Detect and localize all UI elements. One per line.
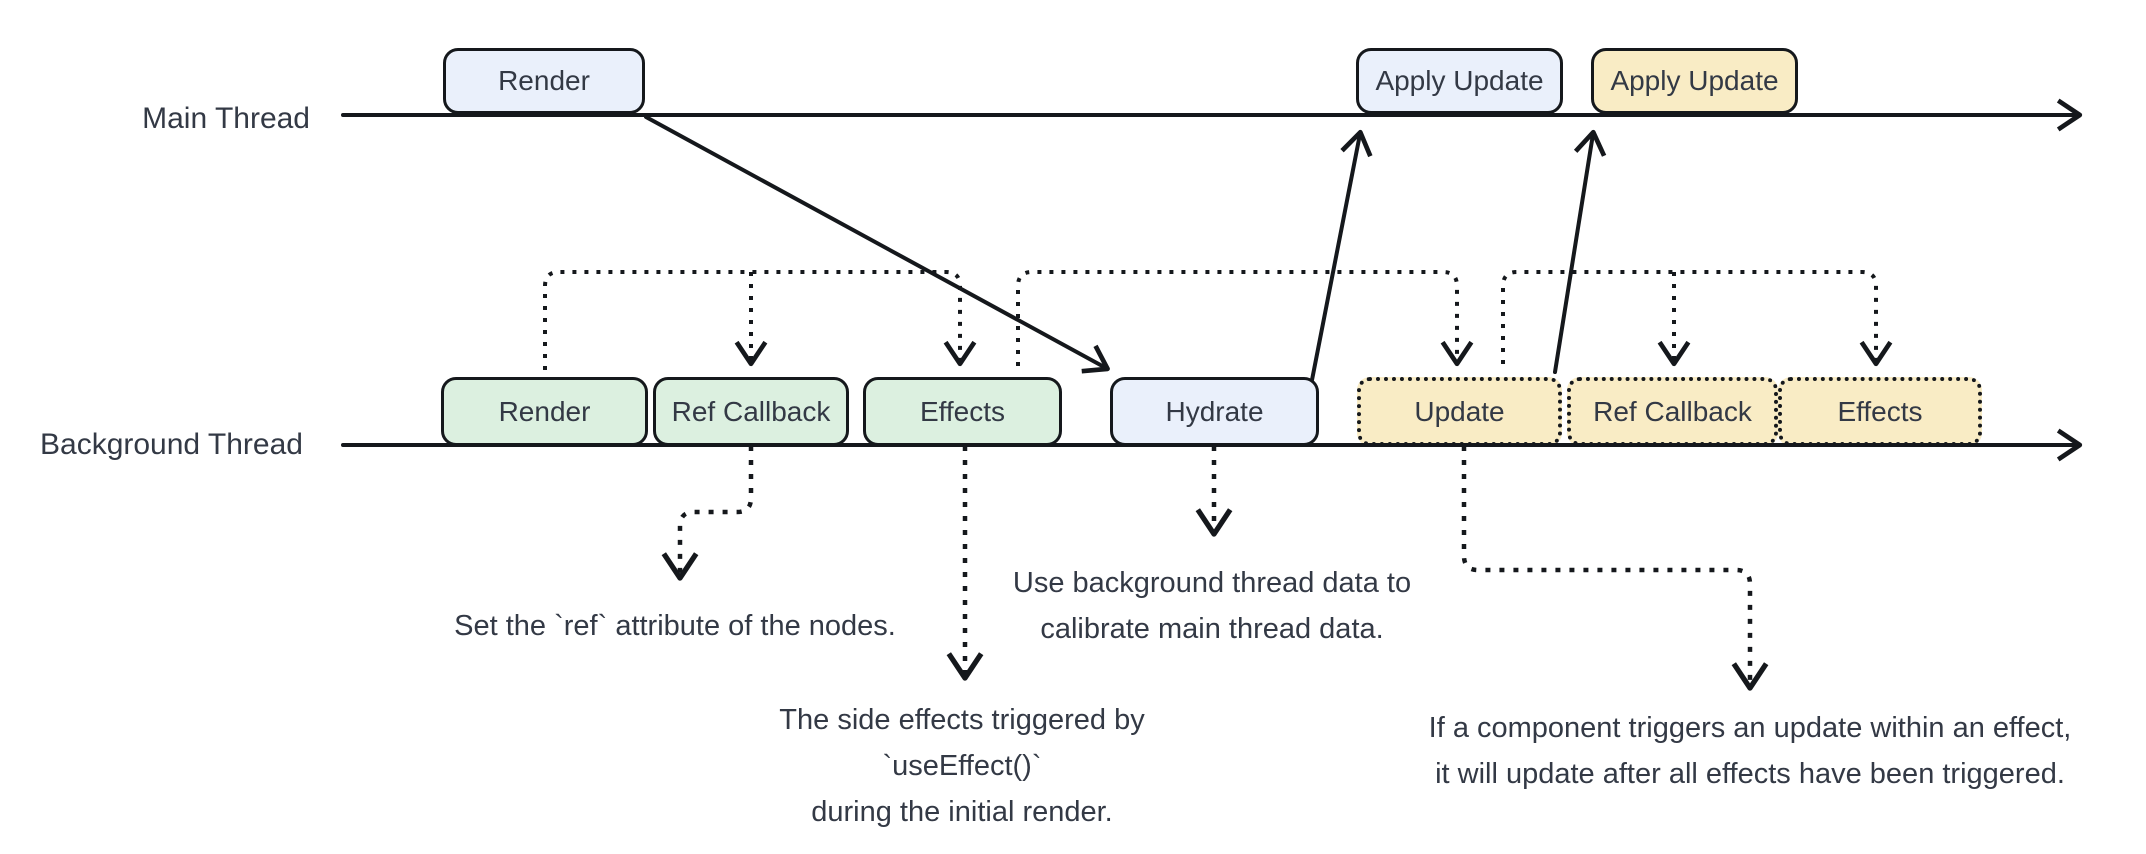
bracket-effects-to-update [1016,270,1474,367]
note-hydrate: Use background thread data to calibrate … [1013,560,1411,652]
note-line: it will update after all effects have be… [1435,758,2065,790]
box-bg-effects: Effects [863,377,1062,446]
background-thread-label: Background Thread [40,428,303,461]
note-effects: The side effects triggered by `useEffect… [779,697,1144,835]
box-apply-update-2: Apply Update [1591,48,1798,114]
box-main-render: Render [443,48,645,114]
note-line: Set the `ref` attribute of the nodes. [454,610,896,642]
box-bg-ref-callback-2: Ref Callback [1567,377,1778,446]
box-bg-effects-2: Effects [1778,377,1982,446]
note-line: The side effects triggered by [779,704,1145,736]
note-update: If a component triggers an update within… [1429,705,2072,797]
leader-ref-callback-note [661,446,754,581]
note-ref-callback: Set the `ref` attribute of the nodes. [454,603,896,649]
leader-update-note [1461,446,1769,691]
arrow-hydrate-to-apply-update [1310,129,1373,382]
note-line: Use background thread data to [1012,567,1412,599]
note-line: calibrate main thread data. [1040,613,1384,645]
main-thread-label: Main Thread [142,102,310,135]
box-bg-update: Update [1357,377,1562,446]
bracket-update-to-effects2 [1501,270,1893,367]
box-apply-update-1: Apply Update [1356,48,1563,114]
arrow-update-to-apply-update [1553,129,1607,374]
arrow-render-to-hydrate [644,115,1110,374]
note-line: If a component triggers an update within… [1428,712,2072,744]
box-bg-render: Render [441,377,648,446]
bracket-render-to-effects [543,270,977,370]
note-line: during the initial render. [811,796,1113,828]
note-line: `useEffect()` [882,750,1042,782]
box-bg-hydrate: Hydrate [1110,377,1319,446]
box-bg-ref-callback: Ref Callback [653,377,849,446]
